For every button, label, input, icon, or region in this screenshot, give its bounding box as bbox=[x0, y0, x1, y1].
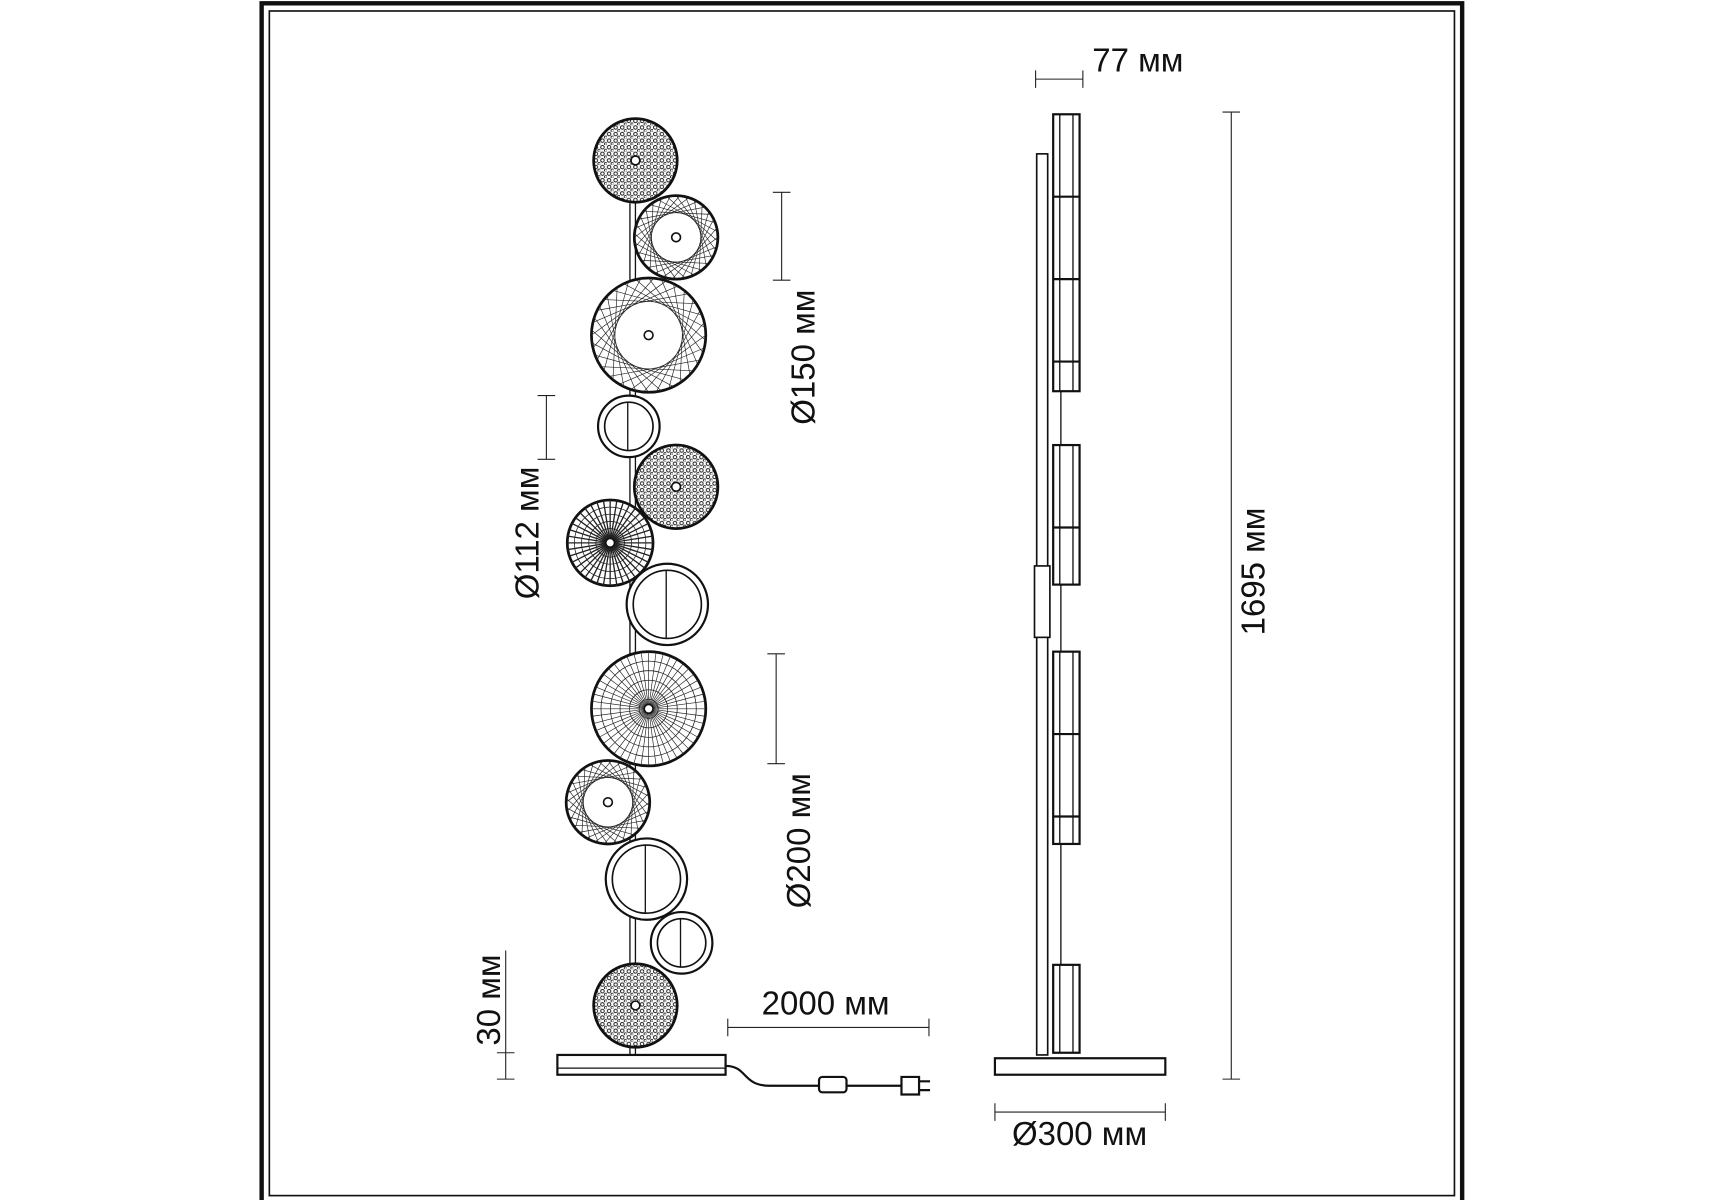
patterned-disc bbox=[564, 759, 652, 846]
dimension-77: 77 мм bbox=[1092, 41, 1183, 78]
patterned-disc bbox=[632, 194, 720, 281]
outer-frame bbox=[259, 1, 1465, 1200]
side-view bbox=[993, 113, 1167, 1076]
textured-disc bbox=[592, 962, 679, 1049]
dimension-30: 30 мм bbox=[470, 954, 507, 1045]
cord-switch bbox=[817, 1075, 848, 1094]
side-panel bbox=[1052, 650, 1081, 846]
side-connector bbox=[1033, 565, 1051, 639]
power-cord bbox=[725, 1064, 902, 1087]
ring-disc bbox=[625, 562, 710, 647]
ring-disc bbox=[596, 394, 661, 459]
ring-disc bbox=[649, 910, 714, 975]
dimension-112: Ø112 мм bbox=[509, 467, 546, 600]
dimension-300: Ø300 мм bbox=[1012, 1115, 1147, 1152]
side-panel bbox=[1052, 113, 1081, 393]
side-base bbox=[993, 1057, 1167, 1076]
dimension-lines bbox=[496, 70, 1241, 1121]
patterned-disc bbox=[565, 498, 655, 588]
dimension-200: Ø200 мм bbox=[780, 773, 817, 908]
dimension-2000: 2000 мм bbox=[762, 984, 890, 1021]
textured-disc bbox=[592, 117, 679, 204]
front-view bbox=[556, 117, 931, 1096]
patterned-disc bbox=[590, 650, 708, 768]
ring-disc bbox=[604, 837, 689, 921]
plug-icon bbox=[900, 1075, 931, 1096]
side-panel bbox=[1052, 963, 1081, 1054]
textured-disc bbox=[632, 443, 720, 530]
patterned-disc bbox=[590, 276, 708, 394]
side-panel bbox=[1052, 443, 1081, 586]
lamp-base bbox=[556, 1053, 727, 1076]
inner-frame bbox=[268, 10, 1456, 1197]
dimension-1695: 1695 мм bbox=[1234, 508, 1271, 636]
dimension-150: Ø150 мм bbox=[785, 290, 822, 425]
